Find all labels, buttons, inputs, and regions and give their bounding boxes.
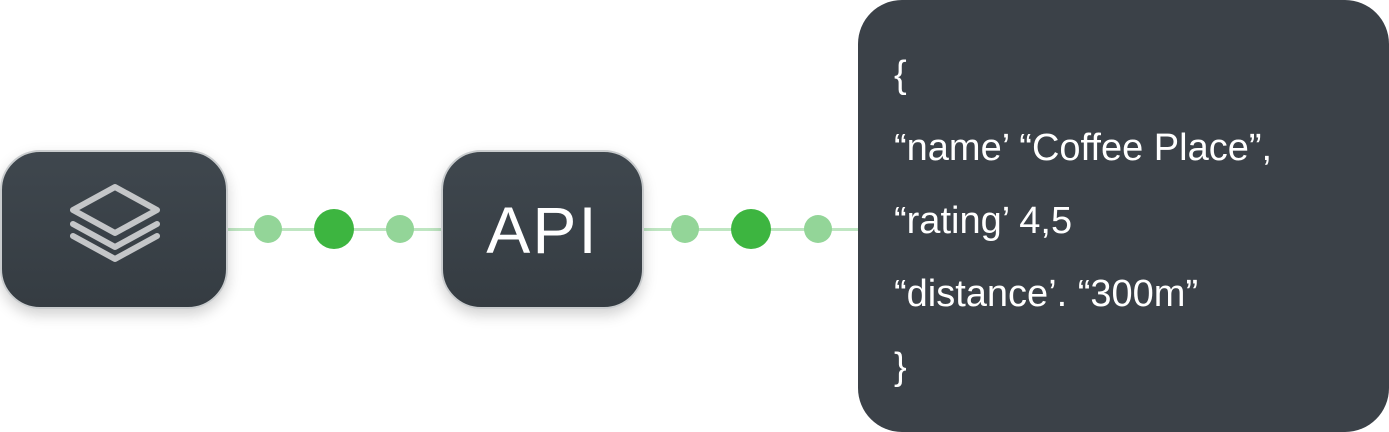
flow-dot-small (254, 215, 282, 243)
flow-dot-small (804, 215, 832, 243)
flow-dot-large (314, 209, 354, 249)
api-label: API (486, 192, 599, 267)
api-node: API (441, 150, 644, 309)
json-line: “rating’ 4,5 (894, 200, 1073, 242)
json-line: } (894, 346, 907, 388)
layers-icon (70, 184, 160, 262)
flow-dot-small (386, 215, 414, 243)
flow-dot-small (671, 215, 699, 243)
flow-dot-large (731, 209, 771, 249)
json-line: “distance’. “300m” (894, 273, 1199, 315)
json-line: { (894, 54, 907, 96)
json-response-card: { “name’ “Coffee Place”, “rating’ 4,5 “d… (858, 0, 1389, 432)
json-line: “name’ “Coffee Place”, (894, 127, 1273, 169)
